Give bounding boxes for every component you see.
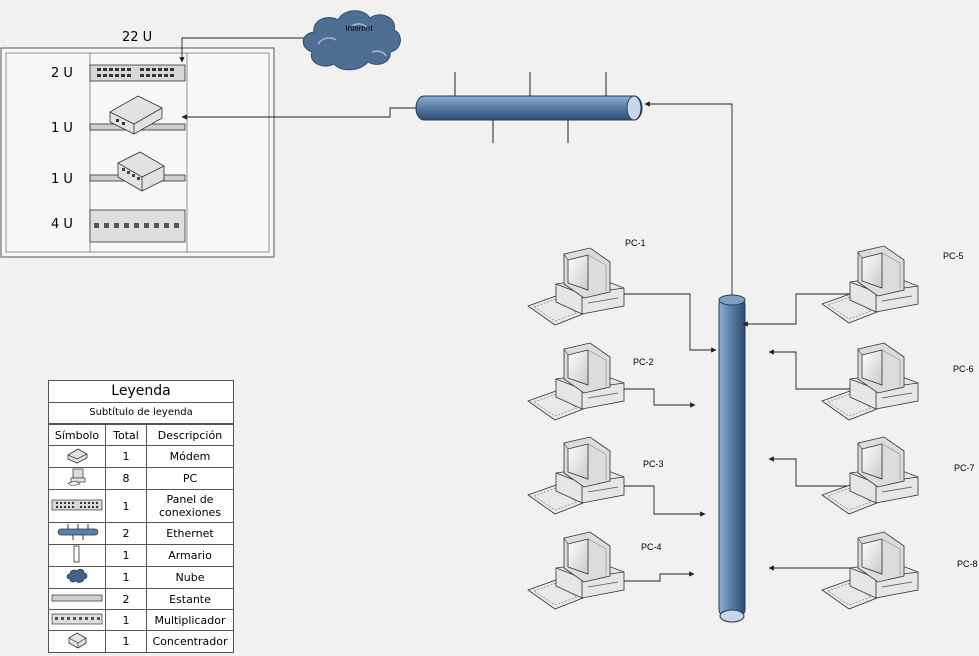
legend-row: 1 Multiplicador (49, 609, 233, 631)
legend-description: Módem (146, 445, 233, 468)
cabinet-icon (73, 545, 80, 563)
legend-total: 1 (105, 566, 147, 589)
legend-row: 1 Armario (49, 544, 233, 567)
pc-5-icon (821, 245, 919, 324)
legend-total: 2 (105, 588, 147, 610)
shelf-icon (51, 594, 103, 601)
pc-7-icon (821, 436, 919, 515)
legend-row: 2 Ethernet (49, 522, 233, 545)
ethernet-backbone-vertical (718, 294, 746, 623)
legend-header-description: Descripción (146, 424, 233, 446)
pc-4-icon (527, 531, 625, 610)
legend: Leyenda Subtítulo de leyenda Símbolo Tot… (48, 380, 234, 653)
rack-slot-4-units: 4 U (51, 217, 73, 232)
legend-row: 8 PC (49, 467, 233, 490)
legend-row: 1 Nube (49, 566, 233, 589)
pc-3-icon (527, 436, 625, 515)
pc-1-icon (527, 247, 625, 326)
legend-row: 1 Panel de conexiones (49, 489, 233, 523)
patch-panel-icon (51, 499, 103, 510)
multiplexer (89, 209, 186, 243)
rack-slot-1-units: 2 U (51, 66, 73, 81)
pc-3-label: PC-3 (643, 459, 664, 469)
rack-total-units: 22 U (122, 30, 153, 45)
modem-icon (67, 448, 88, 464)
legend-description: Concentrador (146, 630, 233, 652)
internet-cloud-icon (302, 10, 401, 71)
legend-description: Armario (146, 544, 233, 567)
legend-title: Leyenda (49, 381, 233, 403)
pc-4-label: PC-4 (641, 542, 662, 552)
legend-row: 1 Módem (49, 445, 233, 468)
pc-6-icon (821, 342, 919, 421)
pc-5-label: PC-5 (943, 251, 964, 261)
legend-total: 8 (105, 467, 147, 490)
pc-2-icon (527, 342, 625, 421)
legend-total: 1 (105, 489, 147, 523)
legend-row: 2 Estante (49, 588, 233, 610)
multiplexer-icon (51, 613, 103, 624)
legend-subtitle: Subtítulo de leyenda (49, 403, 233, 424)
legend-description: Panel de conexiones (146, 489, 233, 523)
legend-description: Multiplicador (146, 609, 233, 631)
legend-total: 1 (105, 630, 147, 652)
legend-total: 1 (105, 609, 147, 631)
pc-8-icon (821, 531, 919, 610)
ethernet-backbone-horizontal (415, 72, 643, 143)
modem (109, 95, 163, 135)
legend-header-total: Total (105, 424, 147, 446)
legend-row: 1 Concentrador (49, 630, 233, 652)
switch (117, 151, 165, 192)
pc-6-label: PC-6 (953, 364, 974, 374)
cloud-icon (66, 568, 88, 583)
hub-icon (68, 632, 87, 649)
pc-1-label: PC-1 (625, 238, 646, 248)
rack-slot-3-units: 1 U (51, 172, 73, 187)
rack-slot-2-units: 1 U (51, 121, 73, 136)
pc-7-label: PC-7 (954, 463, 975, 473)
legend-description: Ethernet (146, 522, 233, 545)
legend-description: Nube (146, 566, 233, 589)
internet-label: Internet (345, 24, 373, 33)
pc-icon (67, 468, 86, 487)
legend-total: 2 (105, 522, 147, 545)
patch-panel (89, 64, 186, 82)
legend-header-symbol: Símbolo (49, 424, 106, 446)
ethernet-icon (57, 524, 99, 540)
legend-description: Estante (146, 588, 233, 610)
legend-description: PC (146, 467, 233, 490)
pc-8-label: PC-8 (957, 559, 978, 569)
pc-2-label: PC-2 (633, 357, 654, 367)
legend-total: 1 (105, 544, 147, 567)
legend-table: Símbolo Total Descripción 1 Módem 8 PC 1… (49, 424, 233, 652)
legend-total: 1 (105, 445, 147, 468)
